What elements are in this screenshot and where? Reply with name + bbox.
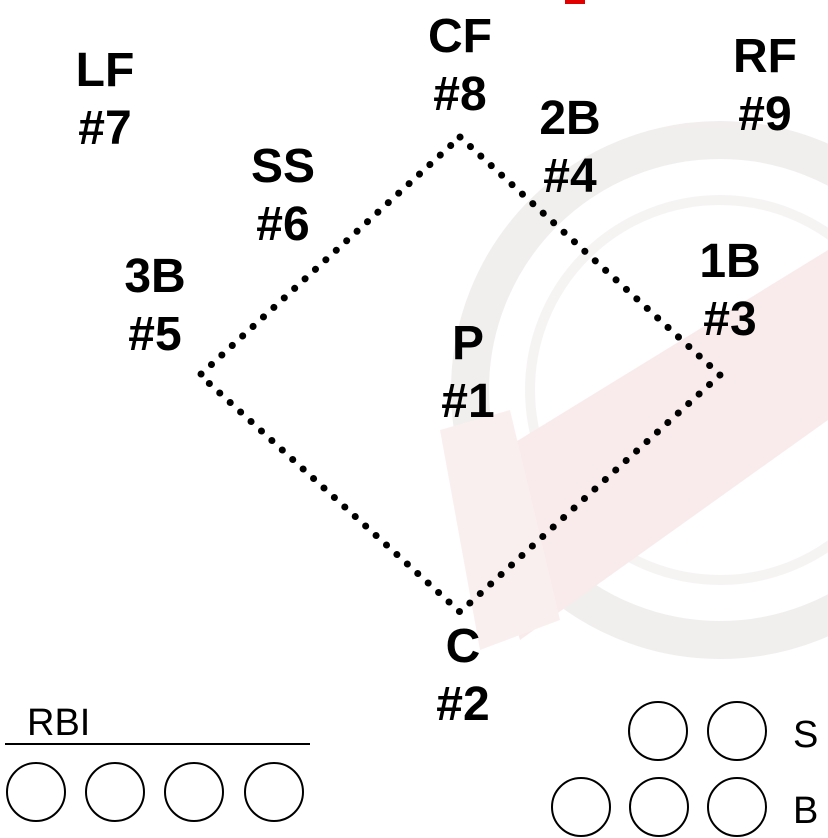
- ball-circle-1[interactable]: [551, 777, 611, 837]
- position-abbr: 3B: [105, 248, 205, 306]
- strike-circle-2[interactable]: [707, 701, 767, 761]
- position-number: #8: [410, 66, 510, 124]
- rbi-circle-3[interactable]: [164, 762, 224, 822]
- position-first-base: 1B #3: [680, 233, 780, 349]
- position-number: #9: [715, 86, 815, 144]
- strikes-label: S: [793, 712, 818, 758]
- rbi-divider: [5, 743, 310, 745]
- position-number: #2: [413, 676, 513, 734]
- rbi-circle-4[interactable]: [244, 762, 304, 822]
- position-abbr: 1B: [680, 233, 780, 291]
- position-number: #4: [520, 148, 620, 206]
- balls-label: B: [793, 788, 818, 834]
- position-third-base: 3B #5: [105, 248, 205, 364]
- position-right-field: RF #9: [715, 28, 815, 144]
- position-number: #5: [105, 306, 205, 364]
- position-shortstop: SS #6: [233, 138, 333, 254]
- position-number: #1: [418, 373, 518, 431]
- position-number: #3: [680, 291, 780, 349]
- position-abbr: CF: [410, 8, 510, 66]
- position-abbr: P: [418, 315, 518, 373]
- ball-circle-2[interactable]: [629, 777, 689, 837]
- rbi-circle-2[interactable]: [85, 762, 145, 822]
- ball-circle-3[interactable]: [707, 777, 767, 837]
- position-pitcher: P #1: [418, 315, 518, 431]
- position-catcher: C #2: [413, 618, 513, 734]
- position-number: #7: [55, 100, 155, 158]
- position-abbr: C: [413, 618, 513, 676]
- rbi-circle-1[interactable]: [6, 762, 66, 822]
- strike-circle-1[interactable]: [628, 701, 688, 761]
- position-abbr: SS: [233, 138, 333, 196]
- position-abbr: RF: [715, 28, 815, 86]
- position-number: #6: [233, 196, 333, 254]
- position-left-field: LF #7: [55, 42, 155, 158]
- position-abbr: 2B: [520, 90, 620, 148]
- position-abbr: LF: [55, 42, 155, 100]
- position-center-field: CF #8: [410, 8, 510, 124]
- position-second-base: 2B #4: [520, 90, 620, 206]
- rbi-label: RBI: [27, 700, 90, 746]
